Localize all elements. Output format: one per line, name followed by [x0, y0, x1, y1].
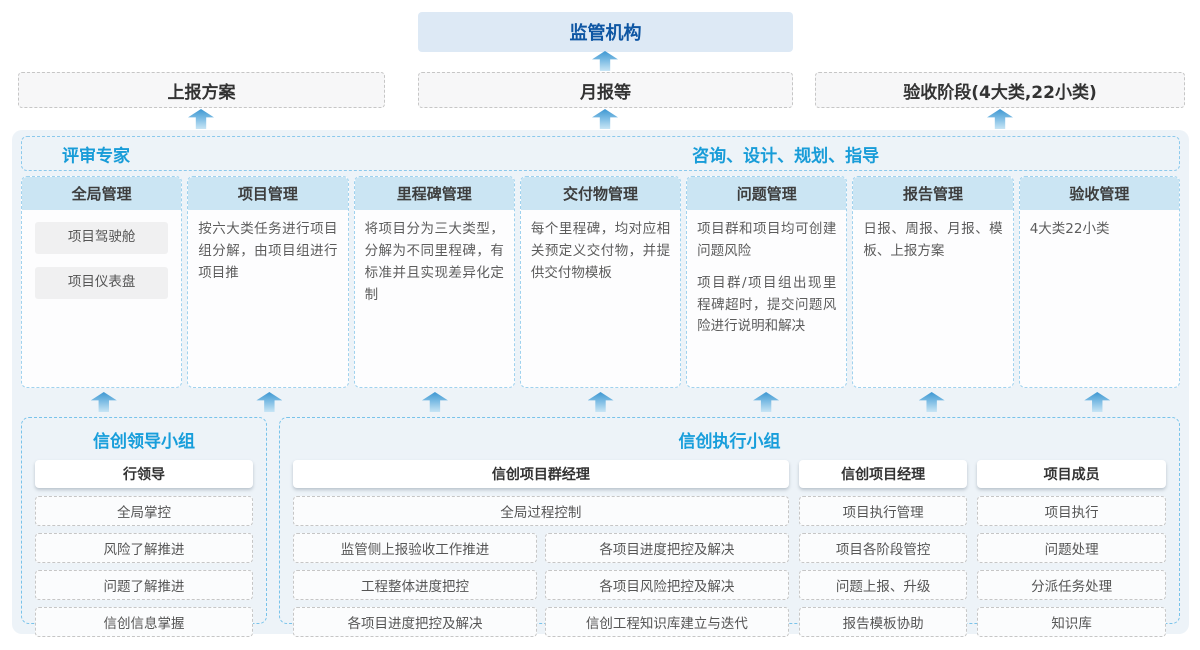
task-pill: 监管侧上报验收工作推进 — [293, 533, 537, 563]
task-pill: 信创工程知识库建立与迭代 — [544, 607, 789, 637]
report-plan-box: 上报方案 — [18, 72, 385, 108]
task-pill: 问题处理 — [977, 533, 1166, 563]
up-arrow-icon — [987, 109, 1013, 129]
up-arrow-icon — [753, 392, 780, 412]
up-arrow-icon — [421, 392, 448, 412]
monthly-report-box: 月报等 — [418, 72, 793, 108]
feature-pill: 项目驾驶舱 — [35, 222, 169, 254]
role-card-bank-leader: 行领导 — [35, 460, 253, 488]
task-pill: 问题上报、升级 — [798, 570, 968, 600]
management-columns: 全局管理 项目驾驶舱 项目仪表盘 项目管理 按六大类任务进行项目组分解，由项目组… — [21, 176, 1180, 388]
column-body: 按六大类任务进行项目组分解，由项目组进行项目推 — [188, 210, 347, 304]
task-pill: 各项目进度把控及解决 — [293, 607, 537, 637]
regulator-box: 监管机构 — [418, 12, 793, 52]
task-pill: 项目执行管理 — [798, 496, 968, 526]
task-pill: 分派任务处理 — [977, 570, 1166, 600]
column-title: 里程碑管理 — [354, 177, 514, 210]
column-issue-management: 问题管理 项目群和项目均可创建问题风险 项目群/项目组出现里程碑超时，提交问题风… — [686, 176, 848, 388]
role-card-project-manager: 信创项目经理 — [798, 460, 968, 488]
role-card-program-manager: 信创项目群经理 — [293, 460, 789, 488]
column-milestone-management: 里程碑管理 将项目分为三大类型，分解为不同里程碑，有标准并且实现差异化定制 — [353, 176, 515, 388]
feature-pill: 项目仪表盘 — [35, 266, 169, 299]
project-member-column: 项目成员 项目执行 问题处理 分派任务处理 知识库 — [977, 460, 1166, 644]
column-deliverable-management: 交付物管理 每个里程碑，均对应相关预定义交付物，并提供交付物模板 — [519, 176, 682, 388]
task-pill: 各项目进度把控及解决 — [544, 533, 789, 563]
column-body: 将项目分为三大类型，分解为不同里程碑，有标准并且实现差异化定制 — [355, 210, 514, 325]
project-manager-column: 信创项目经理 项目执行管理 项目各阶段管控 问题上报、升级 报告模板协助 — [798, 460, 968, 644]
up-arrow-icon — [587, 392, 614, 412]
up-arrow-icon — [90, 392, 117, 412]
up-arrow-icon — [256, 392, 283, 412]
column-text: 按六大类任务进行项目组分解，由项目组进行项目推 — [198, 221, 338, 281]
up-arrow-icon — [592, 109, 618, 129]
platform-container: 评审专家 咨询、设计、规划、指导 全局管理 项目驾驶舱 项目仪表盘 项目管理 按… — [12, 130, 1189, 637]
task-pill: 全局过程控制 — [293, 496, 789, 526]
column-arrows — [21, 392, 1180, 412]
column-text: 每个里程碑，均对应相关预定义交付物，并提供交付物模板 — [530, 221, 671, 281]
leader-group-title: 信创领导小组 — [93, 432, 195, 452]
task-pill: 知识库 — [977, 607, 1166, 637]
acceptance-stage-box: 验收阶段(4大类,22小类) — [815, 72, 1185, 108]
column-global-management: 全局管理 项目驾驶舱 项目仪表盘 — [21, 176, 183, 388]
program-manager-column: 信创项目群经理 全局过程控制 监管侧上报验收工作推进 各项目进度把控及解决 工程… — [293, 460, 789, 644]
task-pill: 全局掌控 — [35, 496, 253, 526]
column-body: 日报、周报、月报、模板、上报方案 — [853, 210, 1012, 282]
column-body: 项目群和项目均可创建问题风险 项目群/项目组出现里程碑超时，提交问题风险进行说明… — [687, 210, 846, 357]
column-text: 项目群/项目组出现里程碑超时，提交问题风险进行说明和解决 — [697, 274, 837, 335]
up-arrow-icon — [188, 109, 214, 129]
column-project-management: 项目管理 按六大类任务进行项目组分解，由项目组进行项目推 — [187, 176, 349, 388]
task-pill: 问题了解推进 — [35, 570, 253, 600]
review-experts-label: 评审专家 — [62, 146, 130, 166]
column-text: 项目群和项目均可创建问题风险 — [697, 221, 837, 259]
task-pill: 信创信息掌握 — [35, 607, 253, 637]
task-pill: 各项目风险把控及解决 — [544, 570, 789, 600]
column-title: 问题管理 — [687, 177, 847, 210]
column-report-management: 报告管理 日报、周报、月报、模板、上报方案 — [852, 176, 1014, 388]
leader-group: 信创领导小组 行领导 全局掌控 风险了解推进 问题了解推进 信创信息掌握 — [21, 417, 267, 637]
task-pill: 报告模板协助 — [798, 607, 968, 637]
task-pill: 项目执行 — [977, 496, 1166, 526]
exec-group: 信创执行小组 信创项目群经理 全局过程控制 监管侧上报验收工作推进 各项目进度把… — [279, 417, 1180, 637]
column-title: 验收管理 — [1019, 177, 1179, 210]
column-title: 全局管理 — [22, 177, 182, 210]
column-text: 日报、周报、月报、模板、上报方案 — [863, 221, 1003, 259]
up-arrow-icon — [1084, 392, 1111, 412]
up-arrow-icon — [918, 392, 945, 412]
column-title: 项目管理 — [188, 177, 348, 210]
experts-band: 评审专家 咨询、设计、规划、指导 — [21, 136, 1180, 171]
task-pill: 工程整体进度把控 — [293, 570, 537, 600]
column-title: 交付物管理 — [520, 177, 681, 210]
role-card-project-member: 项目成员 — [977, 460, 1166, 488]
column-text: 将项目分为三大类型，分解为不同里程碑，有标准并且实现差异化定制 — [364, 221, 504, 303]
exec-group-title: 信创执行小组 — [678, 432, 781, 452]
column-text: 4大类22小类 — [1029, 221, 1110, 237]
column-acceptance-management: 验收管理 4大类22小类 — [1018, 176, 1180, 388]
task-pill: 项目各阶段管控 — [798, 533, 968, 563]
task-pill: 风险了解推进 — [35, 533, 253, 563]
column-body: 项目驾驶舱 项目仪表盘 — [22, 210, 181, 321]
column-title: 报告管理 — [853, 177, 1013, 210]
column-body: 每个里程碑，均对应相关预定义交付物，并提供交付物模板 — [521, 210, 680, 304]
consulting-design-label: 咨询、设计、规划、指导 — [692, 146, 880, 166]
column-body: 4大类22小类 — [1020, 210, 1179, 260]
up-arrow-icon — [592, 51, 618, 71]
